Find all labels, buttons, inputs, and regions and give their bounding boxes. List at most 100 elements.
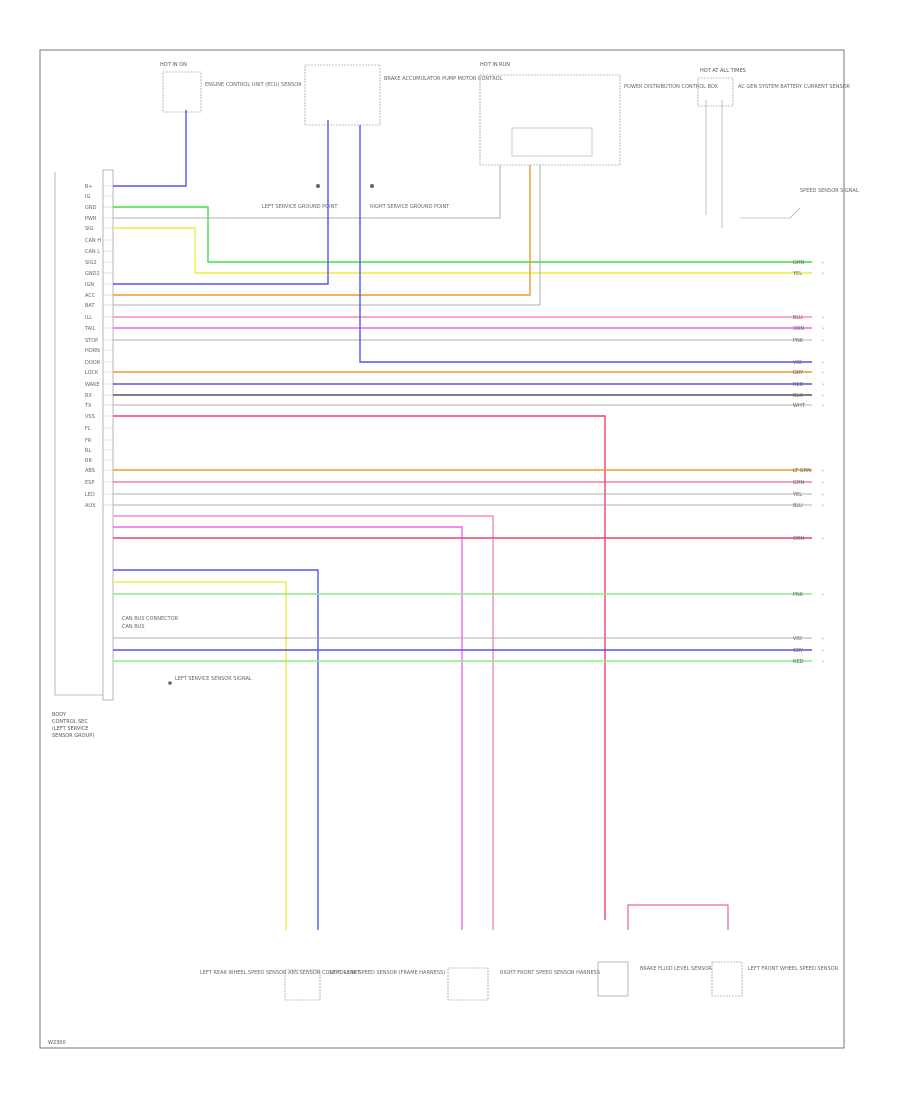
pin-label: STOP	[85, 338, 98, 344]
wire-grey-top	[113, 165, 501, 219]
wire-end-label: VIO	[793, 636, 802, 642]
wire-end-marker: ›	[822, 260, 824, 266]
pin-label: VSS	[85, 414, 95, 420]
wire-blue-2	[359, 125, 812, 363]
pin-label: PWR	[85, 216, 97, 222]
wire-red-brake	[113, 415, 606, 920]
wire-blue-pump	[113, 120, 329, 285]
speed-sensor-signal: SPEED SENSOR SIGNAL	[740, 188, 859, 219]
svg-text:SPEED SENSOR SIGNAL: SPEED SENSOR SIGNAL	[800, 188, 859, 194]
svg-text:RIGHT FRONT SPEED SENSOR HARNE: RIGHT FRONT SPEED SENSOR HARNESS	[500, 970, 600, 976]
wire-violet-rf	[113, 526, 463, 930]
pin-label: CAN L	[85, 249, 100, 255]
wire-ecu-blue	[113, 110, 187, 187]
wire-end-label: BLU	[793, 503, 803, 509]
svg-text:LEFT SERVICE GROUND POINT: LEFT SERVICE GROUND POINT	[262, 204, 338, 210]
svg-text:LEFT REAR WHEEL SPEED SENSOR A: LEFT REAR WHEEL SPEED SENSOR ABS SENSOR …	[200, 970, 361, 976]
wire-end-label: YEL	[792, 492, 802, 498]
wire-end-label: GRY	[793, 370, 804, 376]
wire-end-label: BLK	[793, 393, 803, 399]
wire-end-marker: ›	[822, 393, 824, 399]
diagram-frame	[39, 49, 845, 1049]
wire-grey-pdc	[113, 165, 541, 306]
wire-end-label: RED	[793, 659, 804, 665]
bus-note-top: CAN BUS CONNECTOR	[122, 616, 179, 622]
wire-end-label: WHT	[793, 403, 806, 409]
wire-end-label: PNK	[793, 592, 804, 598]
wire-end-marker: ›	[822, 382, 824, 388]
wire-yellow-lr	[113, 581, 287, 930]
pin-label: IGN	[85, 282, 94, 288]
pdc-label: POWER DISTRIBUTION CONTROL BOX	[624, 84, 718, 90]
pin-label: TAIL	[84, 326, 96, 332]
pin-label: SIG	[85, 226, 94, 232]
pin-label: BAT	[85, 303, 95, 309]
pin-label: CAN H	[85, 238, 101, 244]
brake-pump-label: BRAKE ACCUMULATOR PUMP MOTOR CONTROL	[384, 76, 503, 82]
wire-green-1	[113, 206, 812, 263]
connector-bracket	[54, 172, 103, 696]
pin-label: RR	[85, 458, 92, 464]
top-component-pdc: HOT IN RUN POWER DISTRIBUTION CONTROL BO…	[479, 62, 718, 166]
pin-label: FR	[85, 438, 92, 444]
wire-yellow-1	[113, 227, 812, 274]
wire-end-marker: ›	[822, 271, 824, 277]
pin-label: FL	[85, 426, 91, 432]
wire-end-marker: ›	[822, 503, 824, 509]
wire-end-label: PNK	[793, 338, 804, 344]
pin-label: IG	[85, 194, 90, 200]
bus-note-bottom: CAN BUS	[122, 624, 145, 630]
pin-label: LOCK	[85, 370, 99, 376]
top-component-brake-pump: BRAKE ACCUMULATOR PUMP MOTOR CONTROL	[304, 64, 503, 126]
pin-label: GND2	[85, 271, 100, 277]
pin-label: B+	[85, 184, 93, 190]
pin-label: ILL	[85, 315, 92, 321]
pin-label: RL	[85, 448, 91, 454]
pin-label: RX	[85, 393, 92, 399]
wire-end-marker: ›	[822, 338, 824, 344]
svg-text:BODY: BODY	[52, 712, 67, 718]
svg-text:(LEFT SERVICE: (LEFT SERVICE	[52, 726, 88, 732]
wire-end-label: ORN	[793, 326, 804, 332]
wire-end-marker: ›	[822, 636, 824, 642]
wire-end-marker: ›	[822, 480, 824, 486]
wire-bundle	[113, 100, 812, 930]
pin-label: HORN	[85, 348, 100, 354]
pin-label: DOOR	[85, 360, 101, 366]
bottom-component-lr-abs: LEFT REAR WHEEL SPEED SENSOR ABS SENSOR …	[200, 969, 361, 1001]
left-ground-symbol: LEFT SERVICE SENSOR SIGNAL	[168, 676, 252, 685]
pin-label: ESP	[85, 480, 94, 486]
bottom-component-lf: LEFT FRONT WHEEL SPEED SENSOR	[711, 961, 839, 997]
wire-end-label: GRN	[793, 260, 804, 266]
wire-end-label: GRN	[793, 480, 804, 486]
wire-end-marker: ›	[822, 659, 824, 665]
wire-red-loop	[627, 904, 729, 930]
wire-end-label: LT GRN	[793, 468, 811, 474]
wire-end-marker: ›	[822, 468, 824, 474]
svg-text:RIGHT SERVICE GROUND POINT: RIGHT SERVICE GROUND POINT	[370, 204, 450, 210]
bottom-component-brake-fluid: BRAKE FLUID LEVEL SENSOR	[597, 961, 712, 997]
wire-end-marker: ›	[822, 536, 824, 542]
wire-end-marker: ›	[822, 370, 824, 376]
hot-label-center: HOT IN RUN	[480, 62, 510, 68]
pin-label: GND	[85, 205, 97, 211]
wire-end-marker: ›	[822, 648, 824, 654]
wire-orange-pdc	[113, 165, 531, 296]
svg-text:LEFT FRONT WHEEL SPEED SENSOR: LEFT FRONT WHEEL SPEED SENSOR	[748, 966, 839, 972]
diagram-title: BODY CONTROL SEC (LEFT SERVICE SENSOR GR…	[52, 712, 94, 739]
pin-label: SIG2	[85, 260, 97, 266]
wire-end-marker: ›	[822, 326, 824, 332]
svg-text:LEFT SERVICE SENSOR SIGNAL: LEFT SERVICE SENSOR SIGNAL	[175, 676, 252, 682]
pin-label: ACC	[85, 293, 96, 299]
wire-end-marker: ›	[822, 360, 824, 366]
svg-text:LEFT REAR SPEED SENSOR (FRAME: LEFT REAR SPEED SENSOR (FRAME HARNESS)	[330, 970, 445, 976]
ground-marker-right: RIGHT SERVICE GROUND POINT	[370, 184, 450, 210]
wire-end-label: RED	[793, 382, 804, 388]
body-control-connector	[102, 169, 114, 701]
wire-end-marker: ›	[822, 592, 824, 598]
wire-end-label: ORN	[793, 536, 804, 542]
pin-label: AUX	[85, 503, 96, 509]
bottom-component-lr-frame: LEFT REAR SPEED SENSOR (FRAME HARNESS)	[330, 970, 445, 976]
